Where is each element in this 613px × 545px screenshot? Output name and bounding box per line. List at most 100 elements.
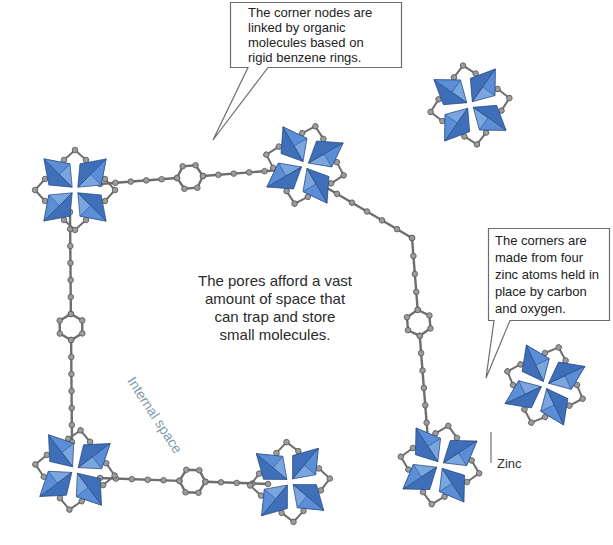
atom xyxy=(452,310,458,316)
zinc-tetrahedron xyxy=(40,468,72,500)
pore-sphere: The pores afford a vast amount of space … xyxy=(80,130,470,520)
tetrahedron-face xyxy=(45,435,77,467)
atom xyxy=(442,290,448,296)
atom xyxy=(334,191,340,197)
callout-outline xyxy=(213,3,402,141)
tetrahedron-face xyxy=(40,468,72,500)
atom xyxy=(193,162,199,168)
atom xyxy=(451,326,457,332)
atom xyxy=(262,168,268,174)
atom xyxy=(412,271,418,277)
atom xyxy=(360,480,366,486)
zinc-tetrahedron xyxy=(45,435,77,467)
atom xyxy=(378,467,384,473)
atom xyxy=(379,218,385,224)
tetrahedron-face xyxy=(467,69,500,102)
tetrahedron-face xyxy=(45,435,77,467)
tetrahedron-face xyxy=(537,389,573,425)
atom xyxy=(32,461,38,467)
carboxylate xyxy=(102,176,118,204)
atom xyxy=(413,289,419,295)
tetrahedron-face xyxy=(40,468,72,500)
atom xyxy=(195,185,201,191)
bond xyxy=(100,178,177,184)
atom xyxy=(374,135,380,141)
atom xyxy=(528,419,535,426)
atom xyxy=(428,501,435,508)
atom xyxy=(72,147,78,153)
atom xyxy=(129,476,135,482)
tetrahedron-face xyxy=(561,361,585,391)
atom xyxy=(555,344,562,351)
tetrahedron-face xyxy=(73,473,105,505)
tetrahedron-face xyxy=(434,75,462,95)
zinc-cluster xyxy=(389,414,491,516)
tetrahedron-face xyxy=(44,159,72,187)
organic-linker xyxy=(441,129,470,441)
atom xyxy=(411,253,417,259)
tetrahedron-face xyxy=(440,108,473,141)
tetrahedron-face xyxy=(403,461,437,495)
atom xyxy=(291,200,298,207)
tetrahedron-face xyxy=(410,428,444,462)
tetrahedron-face xyxy=(434,75,467,108)
tetrahedron-face xyxy=(267,162,289,191)
atom xyxy=(506,95,512,101)
zinc-tetrahedron xyxy=(443,435,477,469)
atom xyxy=(69,388,75,394)
tetrahedron-face xyxy=(438,481,467,502)
zinc-tetrahedron xyxy=(537,389,573,425)
atom xyxy=(61,217,67,223)
tetrahedron-face xyxy=(549,357,585,393)
atom xyxy=(57,318,63,324)
tetrahedron-face xyxy=(91,159,107,185)
zinc-tetrahedron xyxy=(505,377,541,413)
atom xyxy=(414,123,420,129)
atom xyxy=(409,235,415,241)
atom xyxy=(396,140,402,146)
tetrahedron-face xyxy=(46,435,74,454)
zinc-tetrahedron xyxy=(300,168,335,203)
atom xyxy=(421,385,427,391)
atom xyxy=(112,187,118,193)
tetrahedron-face xyxy=(308,136,343,171)
atom xyxy=(358,140,364,146)
atom xyxy=(504,412,510,418)
tetrahedron-face xyxy=(44,195,60,221)
atom xyxy=(161,477,167,483)
atom xyxy=(343,144,349,150)
tetrahedron-face xyxy=(505,377,541,413)
benzene-ring xyxy=(355,459,381,483)
atom xyxy=(83,217,89,223)
organic-linker xyxy=(97,467,271,496)
atom xyxy=(263,151,270,158)
atom xyxy=(42,176,48,182)
carboxylate xyxy=(32,176,48,204)
atom xyxy=(69,422,75,428)
label-holder: Zinc xyxy=(497,454,522,472)
tetrahedron-face xyxy=(44,159,72,187)
atom xyxy=(177,478,183,484)
atom xyxy=(397,465,403,471)
atom xyxy=(464,305,470,311)
atom xyxy=(450,342,456,348)
text-holder: Internal space xyxy=(124,374,185,456)
atom xyxy=(184,467,190,473)
carboxylate xyxy=(246,471,264,500)
atom xyxy=(68,294,74,300)
tetrahedron-face xyxy=(321,139,343,168)
atom xyxy=(174,175,180,181)
atom xyxy=(463,160,469,166)
atom xyxy=(42,198,48,204)
tetrahedron-face xyxy=(403,463,424,492)
part-label: Zinc xyxy=(497,456,522,471)
atom xyxy=(377,122,383,128)
tetrahedron-face xyxy=(302,181,331,203)
tetrahedron-face xyxy=(303,448,321,475)
zinc-cluster xyxy=(420,55,519,154)
atom xyxy=(415,307,421,313)
atom xyxy=(69,371,75,377)
tetrahedron-face xyxy=(478,115,506,135)
tetrahedron-face xyxy=(473,102,506,135)
atom xyxy=(145,477,151,483)
